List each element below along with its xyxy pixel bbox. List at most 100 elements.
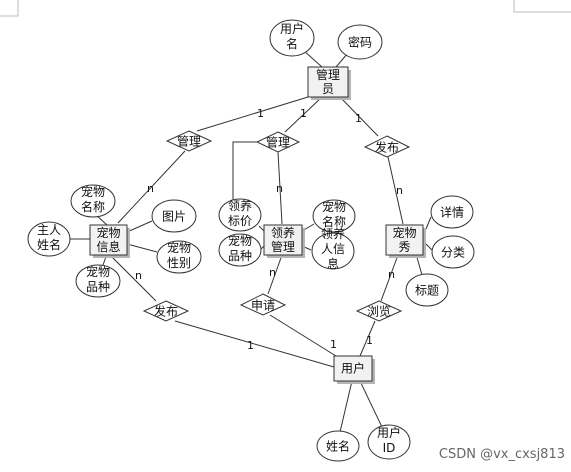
- attr-show-details-l1: 详情: [440, 205, 464, 220]
- card-pet-publish-n: n: [135, 269, 142, 282]
- edge-adopt-apply: [267, 254, 283, 295]
- rel-user-apply: 申请: [239, 293, 287, 316]
- edge-publish-show: [387, 156, 404, 225]
- entity-admin-l1: 管理: [316, 67, 340, 82]
- attr-pet-image: 图片: [151, 199, 197, 233]
- edge-manage-adopt-elbow: [232, 141, 262, 218]
- card-show-browse-n: n: [388, 268, 395, 281]
- attr-admin-username: 用户 名: [269, 19, 315, 57]
- card-manage-pet-n: n: [147, 182, 154, 195]
- attr-pet-image-l1: 图片: [162, 210, 186, 224]
- card-publish-user-1: 1: [247, 339, 254, 352]
- entity-admin: 管理 员: [307, 66, 351, 100]
- attr-show-details: 详情: [430, 195, 474, 229]
- edge-user-name: [339, 380, 353, 433]
- edge-show-details: [425, 216, 432, 230]
- edge-admin-username: [302, 49, 323, 68]
- rel-manage-adopt-label: 管理: [266, 135, 290, 150]
- attr-pet-name: 宠物 名称: [70, 184, 116, 218]
- attr-pet-gender-l2: 性别: [167, 256, 191, 270]
- entity-adopt-mgmt-l1: 领养: [271, 225, 295, 240]
- attr-admin-username-l1: 用户: [280, 21, 304, 36]
- attr-adopt-breed: 宠物 品种: [218, 233, 262, 267]
- attr-admin-username-l2: 名: [286, 36, 298, 51]
- page-corner-left: [0, 0, 19, 17]
- card-apply-user-1: 1: [330, 338, 337, 351]
- edge-user-id: [359, 380, 383, 428]
- edge-apply-user: [269, 314, 337, 357]
- edge-admin-publish-show: [339, 96, 379, 137]
- attr-user-id-l1: 用户: [377, 425, 401, 440]
- attr-admin-password: 密码: [337, 24, 383, 60]
- entity-user-l1: 用户: [341, 361, 365, 376]
- attr-adopt-title-l2: 标价: [228, 214, 252, 228]
- edge-admin-manage-pet: [196, 96, 309, 132]
- rel-user-apply-label: 申请: [251, 299, 275, 313]
- rel-manage-pet: 管理: [165, 130, 213, 152]
- rel-publish-show: 发布: [363, 135, 411, 158]
- edge-show-browse: [380, 254, 399, 302]
- attr-user-id: 用户 ID: [367, 424, 411, 460]
- attr-pet-breed: 宠物 品种: [75, 264, 121, 298]
- attr-pet-gender: 宠物 性别: [156, 240, 202, 274]
- entity-user: 用户: [333, 355, 375, 384]
- attr-show-category-l1: 分类: [441, 246, 465, 260]
- attr-show-title: 标题: [405, 273, 449, 307]
- entity-adopt-mgmt-l2: 管理: [271, 239, 295, 254]
- entity-admin-l2: 员: [322, 82, 334, 96]
- attr-pet-name-l1: 宠物: [81, 184, 105, 199]
- rel-user-browse-label: 浏览: [367, 304, 391, 319]
- attr-adopt-person-info: 领养 人信 息: [311, 226, 355, 271]
- attr-pet-breed-l2: 品种: [86, 280, 110, 294]
- attr-pet-name-l2: 名称: [81, 199, 105, 214]
- card-publish-show-n: n: [396, 184, 403, 197]
- attr-admin-password-l1: 密码: [348, 35, 372, 50]
- entity-pet-info-l1: 宠物: [96, 225, 120, 240]
- attr-adopt-title-l1: 领养: [228, 198, 252, 213]
- attr-show-category: 分类: [431, 235, 475, 269]
- attr-adopt-pet-name: 宠物 名称: [312, 199, 356, 233]
- edge-adopt-title: [258, 225, 265, 232]
- attr-adopt-breed-l1: 宠物: [228, 233, 252, 248]
- edge-pet-info-publish: [109, 254, 157, 302]
- attr-owner-name-l1: 主人: [37, 223, 61, 237]
- card-browse-user-1: 1: [366, 334, 373, 347]
- attr-owner-name: 主人 姓名: [27, 221, 71, 257]
- edge-publish-user: [174, 320, 335, 368]
- watermark: CSDN @vx_cxsj813: [439, 447, 565, 462]
- attr-adopt-person-info-l2: 人信: [321, 242, 345, 256]
- attr-user-name-l1: 姓名: [326, 439, 350, 454]
- card-manage-adopt-n: n: [276, 182, 283, 195]
- attr-adopt-pet-name-l1: 宠物: [322, 199, 346, 214]
- rel-user-publish: 发布: [142, 300, 190, 322]
- entity-pet-show-l2: 秀: [398, 240, 410, 254]
- attr-adopt-person-info-l1: 领养: [321, 226, 345, 241]
- edge-admin-manage-adopt: [284, 96, 323, 133]
- attr-adopt-pet-name-l2: 名称: [322, 214, 346, 229]
- rel-user-publish-label: 发布: [154, 304, 178, 319]
- rel-user-browse: 浏览: [355, 300, 403, 322]
- attr-user-id-l2: ID: [383, 441, 396, 455]
- entity-adopt-mgmt: 领养 管理: [263, 224, 305, 258]
- card-adopt-apply-n: n: [269, 266, 276, 279]
- card-admin-manage-pet: 1: [257, 107, 264, 120]
- attr-owner-name-l2: 姓名: [37, 237, 61, 252]
- attr-user-name: 姓名: [316, 430, 360, 462]
- edge-pet-gender: [126, 243, 158, 253]
- rel-manage-pet-label: 管理: [177, 134, 201, 149]
- edge-manage-pet-info: [117, 150, 186, 224]
- rel-manage-adopt: 管理: [255, 131, 301, 153]
- entity-pet-show: 宠物 秀: [385, 224, 426, 258]
- card-admin-publish-show: 1: [355, 112, 362, 125]
- edge-show-category: [425, 243, 433, 251]
- attr-pet-gender-l1: 宠物: [167, 240, 191, 255]
- rel-publish-show-label: 发布: [375, 140, 399, 155]
- attr-show-title-l1: 标题: [415, 284, 439, 298]
- page-corner-right: [513, 0, 571, 13]
- entity-pet-info: 宠物 信息: [89, 224, 130, 258]
- entity-pet-info-l2: 信息: [96, 239, 120, 254]
- attr-adopt-title: 领养 标价: [218, 198, 262, 232]
- edge-browse-user: [359, 320, 376, 357]
- edge-manage-adopt: [277, 151, 283, 225]
